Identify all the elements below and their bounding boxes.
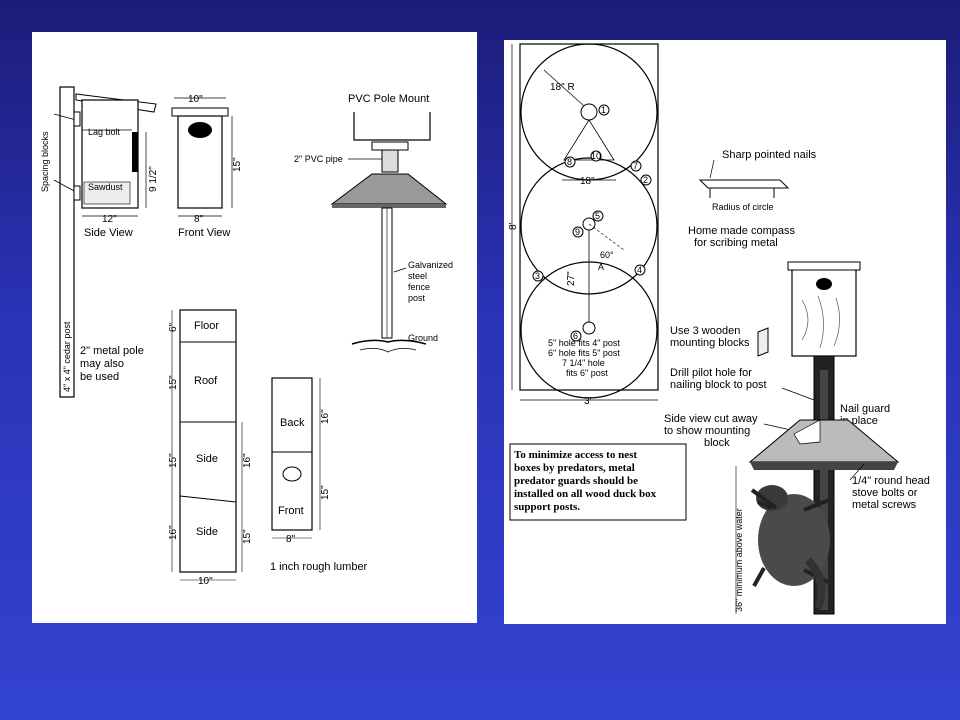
front-top-dim: 10" (188, 94, 203, 105)
cut-dim-15a: 15" (168, 375, 179, 390)
cut-back-label: Back (280, 417, 305, 429)
cedar-post-label: 4" x 4" cedar post (62, 321, 72, 392)
side-view-label: Side View (84, 227, 133, 239)
predator-note-line-1: To minimize access to nest (514, 449, 637, 461)
cut-dim-15b: 15" (168, 453, 179, 468)
step-8-label: 8 (567, 157, 572, 167)
step-9-label: 9 (575, 227, 580, 237)
step-6-label: 6 (573, 331, 578, 341)
metal-pole-line-2: may also (80, 358, 124, 370)
pvc-pipe-label: 2" PVC pipe (294, 154, 343, 164)
front-width-dim: 8" (194, 214, 204, 225)
sheet-width-dim: 3' (584, 396, 592, 407)
bolts-label-3: metal screws (852, 499, 917, 511)
front-height-dim: 15" (232, 157, 243, 172)
front-view-label: Front View (178, 227, 230, 239)
side-height-dim: 9 1/2" (148, 166, 159, 192)
cut-dim-16a: 16" (168, 525, 179, 540)
radius-of-circle-label: Radius of circle (712, 202, 774, 212)
hole-note-2: 6" hole fits 5" post (548, 348, 620, 358)
compass-label-1: Home made compass (688, 225, 795, 237)
cut-dim-16c: 16" (320, 409, 331, 424)
sheet-length-dim: 8' (508, 222, 519, 230)
predator-note-line-2: boxes by predators, metal (514, 462, 635, 474)
cut-front-label: Front (278, 505, 304, 517)
side-cut-label-1: Side view cut away (664, 413, 758, 425)
cut-floor-label: Floor (194, 320, 219, 332)
bolts-label-2: stove bolts or (852, 487, 918, 499)
cut-side2-label: Side (196, 526, 218, 538)
step-5-label: 5 (595, 211, 600, 221)
predator-note-line-4: installed on all wood duck box (514, 488, 657, 500)
predator-note-line-5: support posts. (514, 501, 580, 513)
wood-duck-guard-panel: 8' 3' 18" R 18" 27" 60° A 1 2 3 4 5 6 7 … (504, 40, 946, 624)
point-a-label: A (598, 262, 604, 272)
cut-dim-6: 6" (168, 322, 179, 332)
step-markers: 1 2 3 4 5 6 7 8 9 10 (532, 104, 652, 342)
hole-note-4: fits 6" post (566, 368, 608, 378)
nail-guard-label-1: Nail guard (840, 403, 890, 415)
predator-guard-diagram: 8' 3' 18" R 18" 27" 60° A 1 2 3 4 5 6 7 … (508, 43, 930, 615)
rough-lumber-label: 1 inch rough lumber (270, 561, 368, 573)
raccoon-illustration (750, 485, 835, 610)
blocks-label-1: Use 3 wooden (670, 325, 740, 337)
fence-post-label-2: steel (408, 271, 427, 281)
hole-note-1: 5" hole fits 4" post (548, 338, 620, 348)
sharp-nails-label: Sharp pointed nails (722, 149, 817, 161)
step-7-label: 7 (633, 161, 638, 171)
step-10-label: 10 (591, 151, 601, 161)
side-cut-label-3: block (704, 437, 730, 449)
blocks-label-2: mounting blocks (670, 337, 750, 349)
span-18-label: 18" (580, 176, 595, 187)
cut-side1-label: Side (196, 453, 218, 465)
cut-dim-15c: 15" (242, 529, 253, 544)
sawdust-label: Sawdust (88, 182, 123, 192)
cut-dim-8: 8" (286, 534, 296, 545)
bolts-label-1: 1/4" round head (852, 475, 930, 487)
step-4-label: 4 (637, 265, 642, 275)
angle-60-label: 60° (600, 250, 614, 260)
fence-post-label-4: post (408, 293, 426, 303)
fence-post-label-3: fence (408, 282, 430, 292)
water-height-label: 36" minimum above water (734, 508, 744, 612)
cut-dim-15d: 15" (320, 485, 331, 500)
lag-bolt-label: Lag bolt (88, 127, 121, 137)
span-27-label: 27" (566, 271, 577, 286)
pilot-label-1: Drill pilot hole for (670, 367, 752, 379)
cut-roof-label: Roof (194, 375, 218, 387)
cut-dim-16b: 16" (242, 453, 253, 468)
predator-note-line-3: predator guards should be (514, 475, 638, 487)
side-width-dim: 12" (102, 214, 117, 225)
pvc-mount-label: PVC Pole Mount (348, 93, 429, 105)
ground-label: Ground (408, 333, 438, 343)
step-1-label: 1 (601, 105, 606, 115)
step-3-label: 3 (535, 271, 540, 281)
spacing-blocks-label: Spacing blocks (40, 131, 50, 192)
radius-18-label: 18" R (550, 82, 575, 93)
compass-label-2: for scribing metal (694, 237, 778, 249)
cut-dim-10: 10" (198, 576, 213, 587)
hole-note-3: 7 1/4" hole (562, 358, 605, 368)
side-cut-label-2: to show mounting (664, 425, 750, 437)
bluebird-box-diagram: 4" x 4" cedar post Spacing blocks Lag bo… (40, 86, 453, 587)
metal-pole-line-3: be used (80, 371, 119, 383)
step-2-label: 2 (643, 175, 648, 185)
fence-post-label-1: Galvanized (408, 260, 453, 270)
pilot-label-2: nailing block to post (670, 379, 767, 391)
metal-pole-line-1: 2" metal pole (80, 345, 144, 357)
bluebird-box-plans-panel: 4" x 4" cedar post Spacing blocks Lag bo… (32, 32, 477, 623)
